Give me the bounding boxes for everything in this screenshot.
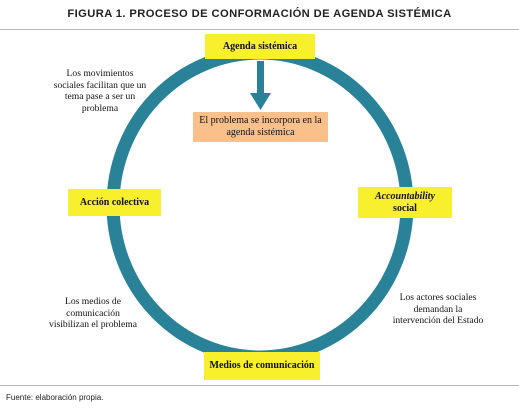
figure-title: FIGURA 1. PROCESO DE CONFORMACIÓN DE AGE… [67,8,452,20]
accountability-label: Accountability [375,190,435,202]
node-accion-colectiva: Acción colectiva [68,189,161,216]
node-accountability-social: Accountability social [358,187,452,218]
source-note: Fuente: elaboración propia. [6,393,104,402]
down-arrow [250,61,271,110]
note-actores-sociales: Los actores sociales demandan la interve… [392,292,484,327]
top-rule [0,29,519,30]
node-agenda-sistemica: Agenda sistémica [205,34,315,59]
bottom-rule [0,385,519,386]
note-medios-visibilizan: Los medios de comunicación visibilizan e… [49,296,137,331]
node-problema-incorpora: El problema se incorpora en la agenda si… [193,112,328,142]
node-medios-comunicacion: Medios de comunicación [204,352,320,380]
social-label: social [393,202,417,214]
note-movimientos-sociales: Los movimientos sociales facilitan que u… [53,68,147,115]
